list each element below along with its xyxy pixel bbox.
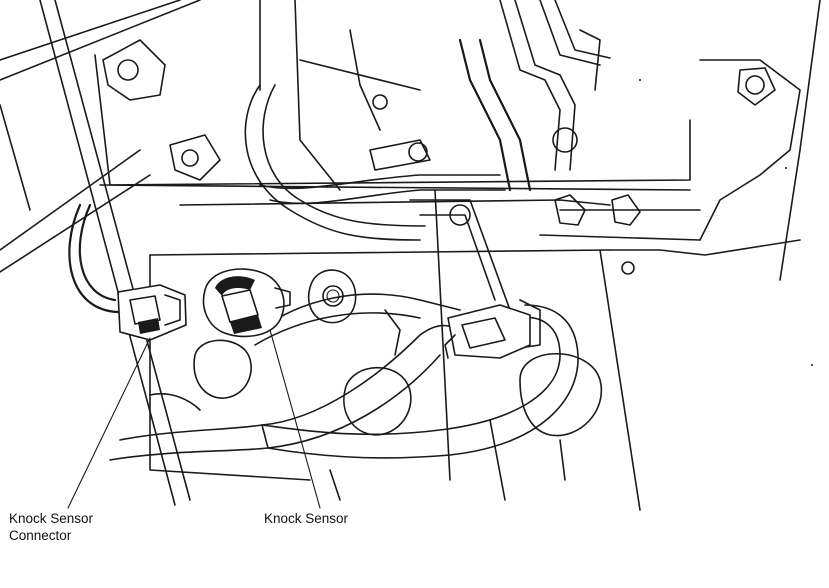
knock-sensor-connector-label-line1: Knock Sensor — [9, 511, 94, 526]
knock-sensor-label: Knock Sensor — [264, 511, 349, 526]
engine-bosses — [149, 309, 603, 437]
harness-connector — [444, 304, 531, 359]
leader-lines — [67, 329, 321, 509]
scan-specks — [639, 79, 813, 366]
mounting-bolts — [102, 39, 776, 275]
threaded-hole — [307, 269, 357, 324]
knock-sensor-connector — [117, 284, 187, 341]
knock-sensor-connector-label-line2: Connector — [9, 528, 72, 543]
pipes — [244, 0, 611, 241]
knock-sensor-connector-label: Knock Sensor Connector — [9, 510, 93, 544]
knock-sensor — [202, 268, 291, 338]
